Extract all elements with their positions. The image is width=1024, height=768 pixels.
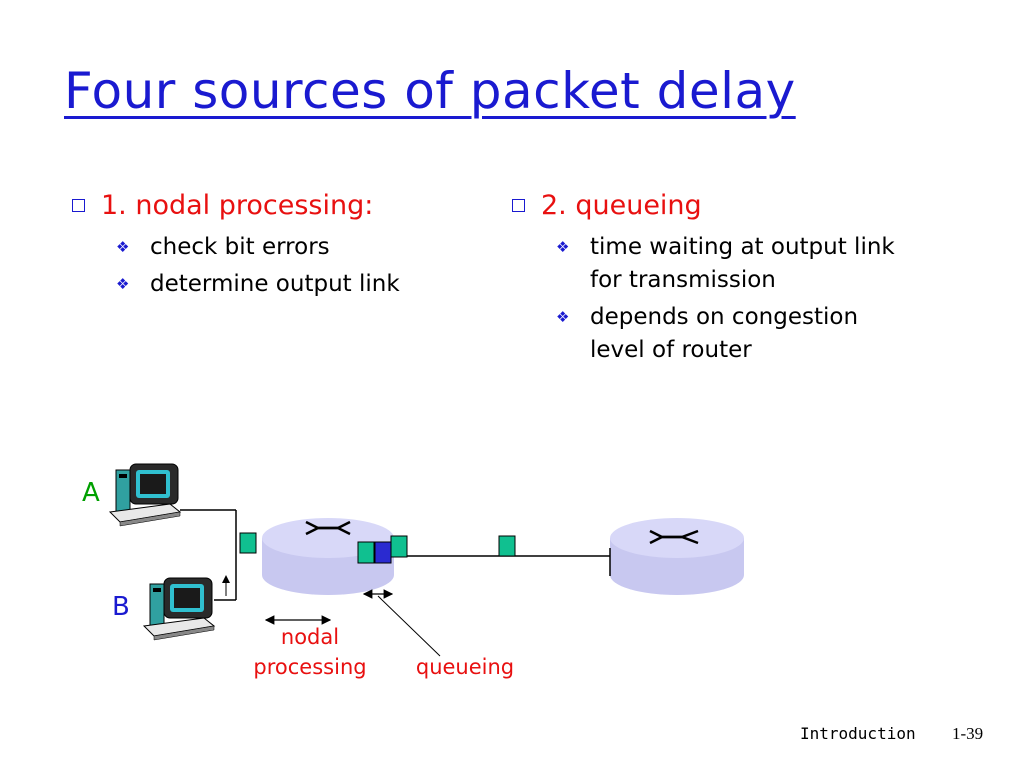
bullet-nodal-processing: 1. nodal processing:	[70, 190, 470, 221]
sub-bullet-text: depends on congestion level of router	[590, 304, 859, 363]
sub-bullet-text: time waiting at output link for transmis…	[590, 234, 895, 293]
right-column: 2. queueing ❖ time waiting at output lin…	[510, 190, 930, 371]
packet-in-transit	[498, 535, 516, 557]
footer-page-number: 1-39	[952, 724, 984, 743]
queueing-caption: queueing	[415, 655, 515, 679]
bullet-heading: 2. queueing	[541, 190, 702, 221]
packet-queued-blue	[374, 541, 392, 564]
left-column: 1. nodal processing: ❖ check bit errors …	[70, 190, 470, 305]
footer-section: Introduction	[800, 724, 916, 743]
diamond-bullet-icon: ❖	[116, 238, 130, 256]
sub-bullet: ❖ check bit errors	[116, 231, 470, 264]
host-a-computer-icon	[108, 463, 182, 527]
queueing-leader-line	[377, 595, 441, 657]
host-a-label: A	[82, 478, 100, 508]
sub-bullet-text: determine output link	[150, 271, 400, 297]
sub-bullet-text: check bit errors	[150, 234, 330, 260]
caption-line: nodal	[280, 625, 340, 649]
square-bullet-icon	[72, 199, 85, 212]
bullet-heading: 1. nodal processing:	[101, 190, 374, 221]
diamond-bullet-icon: ❖	[556, 308, 570, 326]
nodal-processing-caption: nodal processing	[240, 622, 380, 682]
packet-queued	[357, 541, 375, 564]
sub-bullet: ❖ time waiting at output link for transm…	[556, 231, 896, 297]
packet-transmitting	[390, 535, 408, 558]
router-2-icon	[610, 518, 744, 595]
sub-bullet-list: ❖ time waiting at output link for transm…	[556, 231, 896, 367]
diamond-bullet-icon: ❖	[116, 275, 130, 293]
host-b-computer-icon	[142, 577, 216, 641]
bullet-queueing: 2. queueing	[510, 190, 930, 221]
diamond-bullet-icon: ❖	[556, 238, 570, 256]
caption-line: processing	[253, 655, 367, 679]
sub-bullet: ❖ determine output link	[116, 268, 470, 301]
square-bullet-icon	[512, 199, 525, 212]
sub-bullet: ❖ depends on congestion level of router	[556, 301, 896, 367]
slide-title: Four sources of packet delay	[64, 62, 796, 120]
host-b-label: B	[112, 592, 130, 622]
packet-arriving	[239, 532, 257, 554]
sub-bullet-list: ❖ check bit errors ❖ determine output li…	[116, 231, 470, 301]
